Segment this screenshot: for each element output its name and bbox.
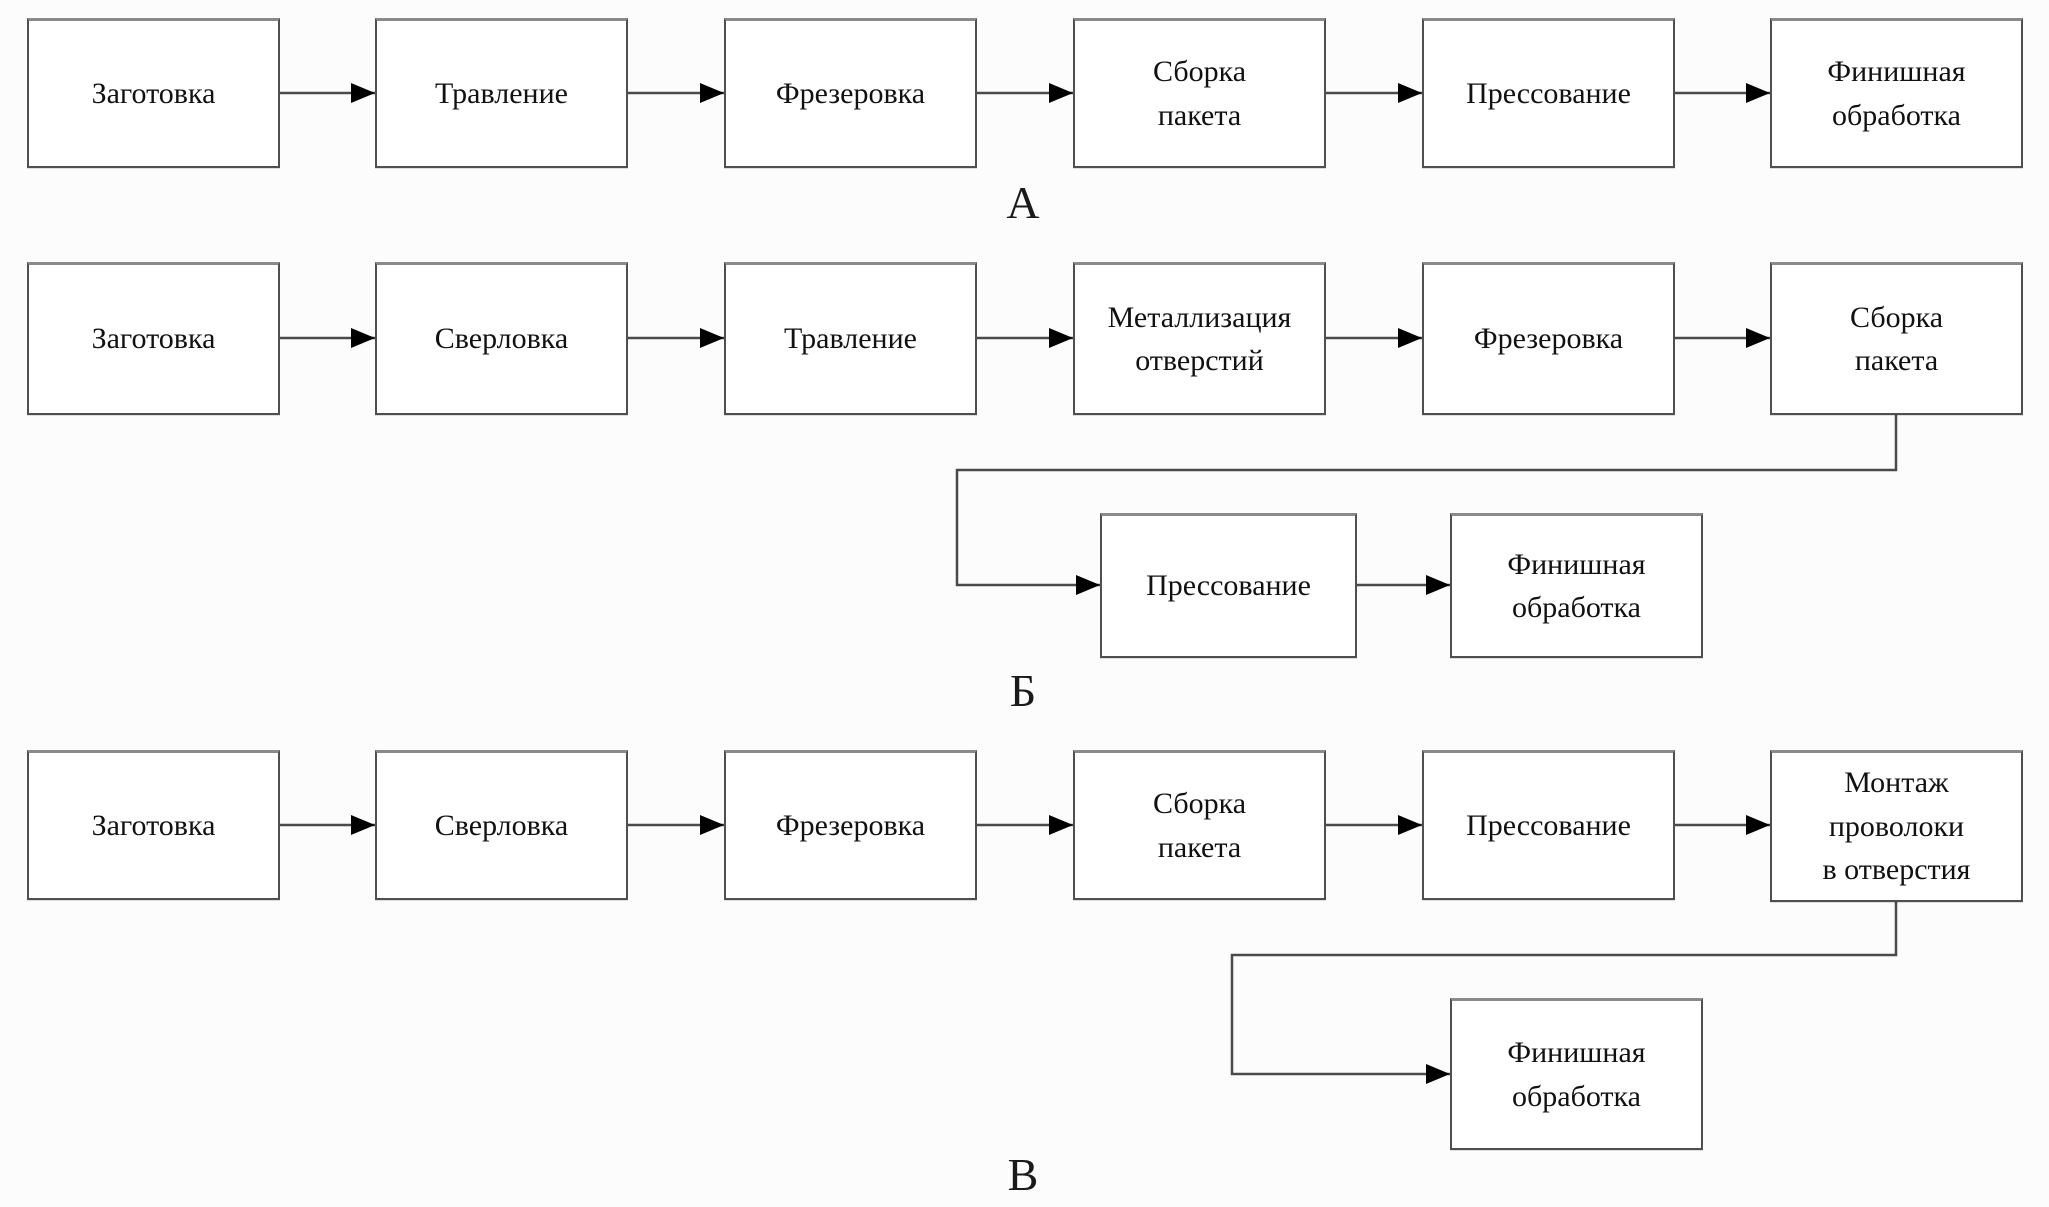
node-b-sverlovka: Сверловка <box>375 262 628 415</box>
node-b-frezerovka: Фрезеровка <box>1422 262 1675 415</box>
node-v-zagotovka: Заготовка <box>27 750 280 900</box>
node-v-sborka-paketa: Сборка пакета <box>1073 750 1326 900</box>
node-v-finishnaya-obrabotka: Финишная обработка <box>1450 998 1703 1150</box>
node-v-frezerovka: Фрезеровка <box>724 750 977 900</box>
node-a-zagotovka: Заготовка <box>27 18 280 168</box>
node-b-pressovanie: Прессование <box>1100 513 1357 658</box>
wrap-connector <box>955 415 1898 595</box>
section-a-label: А <box>1006 177 1040 228</box>
node-a-frezerovka: Фрезеровка <box>724 18 977 168</box>
node-b-travlenie: Травление <box>724 262 977 415</box>
node-v-sverlovka: Сверловка <box>375 750 628 900</box>
node-b-metallizatsiya-otverstiy: Металлизация отверстий <box>1073 262 1326 415</box>
node-b-zagotovka: Заготовка <box>27 262 280 415</box>
node-b-sborka-paketa: Сборка пакета <box>1770 262 2023 415</box>
node-b-finishnaya-obrabotka: Финишная обработка <box>1450 513 1703 658</box>
node-v-pressovanie: Прессование <box>1422 750 1675 900</box>
node-v-montazh-provoloki: Монтаж проволоки в отверстия <box>1770 750 2023 902</box>
section-v-label: В <box>1007 1149 1039 1200</box>
section-b-label: Б <box>1009 665 1037 716</box>
node-a-sborka-paketa: Сборка пакета <box>1073 18 1326 168</box>
node-a-finishnaya-obrabotka: Финишная обработка <box>1770 18 2023 168</box>
node-a-travlenie: Травление <box>375 18 628 168</box>
node-a-pressovanie: Прессование <box>1422 18 1675 168</box>
